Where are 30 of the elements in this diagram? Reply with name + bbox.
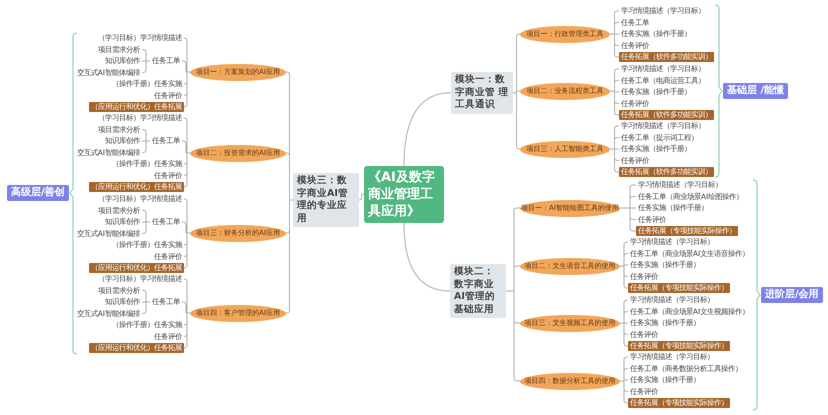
module-box: 模块一：数字商业管 理工具通识	[451, 72, 513, 114]
connector-line	[404, 222, 450, 292]
level-badge: 基础层 /能懂	[723, 83, 788, 99]
connector-line	[184, 38, 190, 72]
connector-line	[512, 92, 520, 150]
connector-line	[184, 118, 190, 154]
connector-line	[286, 200, 294, 314]
connector-line	[620, 266, 628, 288]
connector-line	[184, 278, 190, 314]
connector-line	[184, 198, 190, 234]
level-badge: 进阶层/会用	[761, 287, 823, 303]
connector-line	[184, 152, 190, 188]
connector-line	[404, 92, 452, 166]
connector-line	[184, 72, 190, 108]
level-badge: 高级层/善创	[7, 185, 69, 201]
connector-line	[620, 208, 636, 232]
connector-line	[610, 34, 620, 58]
connector-line	[142, 222, 150, 234]
module-box: 模块三：数字商业AI管理的专业应用	[293, 173, 359, 227]
connector-line	[620, 380, 628, 404]
connector-line	[184, 312, 190, 348]
connector-line	[142, 302, 150, 314]
connector-line	[506, 290, 520, 382]
topic-box: 《AI及数字商业管理工具应用》	[364, 166, 444, 223]
connector-line	[358, 194, 364, 200]
connector-line	[142, 60, 150, 73]
module-box: 模块二：数字商业AI管理的基础应用	[450, 264, 506, 318]
connector-line	[610, 148, 620, 172]
connector-line	[184, 232, 190, 268]
connector-line	[142, 140, 150, 153]
